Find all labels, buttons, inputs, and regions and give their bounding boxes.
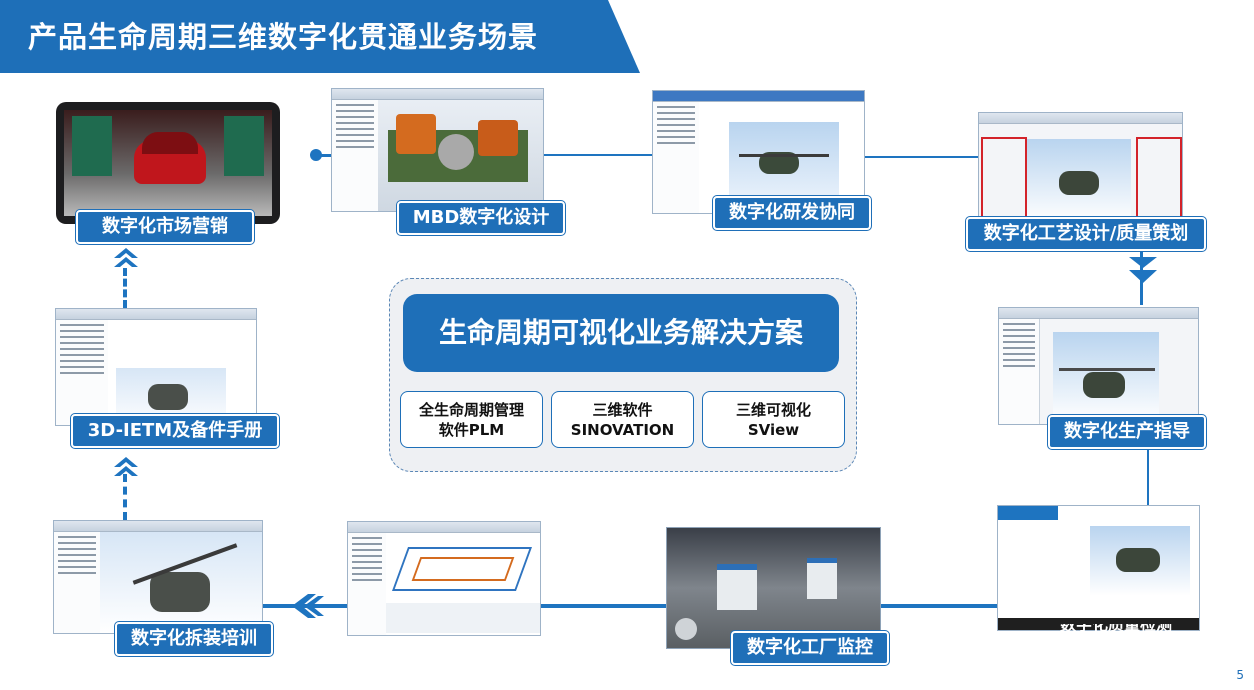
- connector-dashed: [123, 474, 127, 520]
- process-screenshot: [978, 112, 1183, 226]
- factory-screenshot: [666, 527, 881, 649]
- label-rd: 数字化研发协同: [713, 196, 871, 230]
- solution-sinovation: 三维软件 SINOVATION: [551, 391, 694, 448]
- connector-line: [862, 156, 980, 158]
- mbd-screenshot: [331, 88, 544, 212]
- label-marketing: 数字化市场营销: [76, 210, 254, 244]
- connector-line: [880, 604, 998, 608]
- page-title: 产品生命周期三维数字化贯通业务场景: [28, 20, 539, 54]
- production-screenshot: [998, 307, 1199, 425]
- connector-line: [540, 604, 666, 608]
- quality-screenshot: [997, 505, 1200, 631]
- label-assembly: 数字化拆装培训: [115, 622, 273, 656]
- solution-sview: 三维可视化 SView: [702, 391, 845, 448]
- label-process: 数字化工艺设计/质量策划: [966, 217, 1206, 251]
- structure-screenshot: [347, 521, 541, 636]
- solution-sinovation-line1: 三维软件: [592, 400, 653, 419]
- label-mbd: MBD数字化设计: [397, 201, 565, 235]
- solution-plm: 全生命周期管理 软件PLM: [400, 391, 543, 448]
- label-ietm: 3D-IETM及备件手册: [71, 414, 279, 448]
- ietm-screenshot: [55, 308, 257, 426]
- solution-plm-line2: 软件PLM: [438, 420, 505, 439]
- label-production: 数字化生产指导: [1048, 415, 1206, 449]
- page-number: 5: [1236, 668, 1244, 682]
- connector-dashed: [123, 268, 127, 308]
- connector-line: [1147, 443, 1149, 505]
- solution-heading: 生命周期可视化业务解决方案: [403, 294, 839, 372]
- connector-line: [543, 154, 653, 156]
- chevron-up-icon: [114, 248, 138, 267]
- chevron-down-icon: [1129, 257, 1157, 283]
- title-banner: [0, 0, 640, 73]
- connector-dot: [310, 149, 322, 161]
- solution-plm-line1: 全生命周期管理: [418, 400, 524, 419]
- solution-sview-line2: SView: [747, 420, 800, 439]
- marketing-screenshot: [56, 102, 280, 224]
- label-factory: 数字化工厂监控: [731, 631, 889, 665]
- rd-screenshot: [652, 90, 865, 214]
- chevron-up-icon: [114, 457, 138, 476]
- solution-sview-line1: 三维可视化: [735, 400, 811, 419]
- label-quality-partial: 数字化质量检测: [1060, 624, 1190, 632]
- chevron-left-icon: [292, 594, 324, 618]
- solution-sinovation-line2: SINOVATION: [570, 420, 675, 439]
- assembly-screenshot: [53, 520, 263, 634]
- connector-line: [316, 154, 334, 157]
